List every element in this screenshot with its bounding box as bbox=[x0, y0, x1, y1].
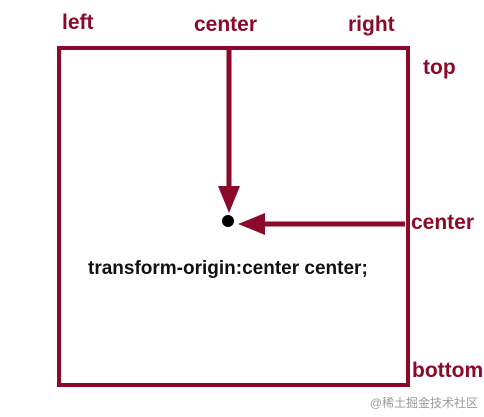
origin-box bbox=[57, 46, 410, 387]
caption-text: transform-origin:center center; bbox=[88, 258, 368, 279]
vertical-arrow-head bbox=[218, 186, 240, 213]
horizontal-arrow-head bbox=[238, 213, 265, 235]
label-left: left bbox=[62, 11, 94, 34]
label-center-right: center bbox=[411, 211, 475, 234]
label-top: top bbox=[423, 56, 456, 79]
label-center-top: center bbox=[194, 13, 258, 36]
vertical-arrow bbox=[218, 50, 240, 213]
label-right: right bbox=[348, 13, 395, 36]
label-bottom: bottom bbox=[412, 359, 484, 382]
origin-dot bbox=[222, 215, 234, 227]
watermark: @稀土掘金技术社区 bbox=[369, 396, 478, 410]
horizontal-arrow bbox=[238, 213, 405, 235]
